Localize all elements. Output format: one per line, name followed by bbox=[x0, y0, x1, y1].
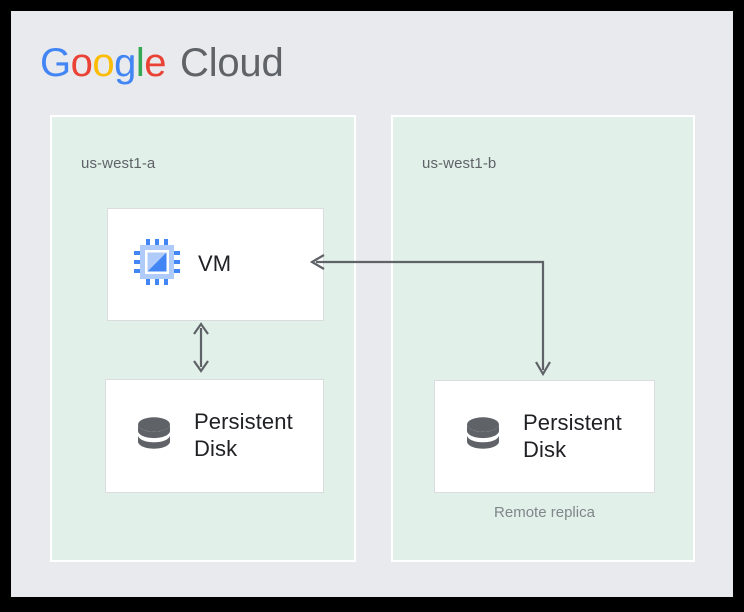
diagram-page: Google Cloud us-west1-a bbox=[11, 11, 733, 597]
remote-replica-caption: Remote replica bbox=[494, 504, 595, 521]
vm-card[interactable]: VM bbox=[107, 208, 324, 321]
logo-letter-e: e bbox=[144, 41, 167, 85]
persistent-disk-card-b[interactable]: Persistent Disk bbox=[434, 380, 655, 493]
persistent-disk-card-a[interactable]: Persistent Disk bbox=[105, 379, 324, 493]
logo-letter-g2: g bbox=[114, 41, 136, 85]
compute-engine-icon bbox=[134, 239, 180, 290]
persistent-disk-b-label: Persistent Disk bbox=[523, 409, 622, 462]
google-wordmark: Google bbox=[40, 41, 167, 85]
zone-a-label: us-west1-a bbox=[81, 155, 156, 172]
logo-letter-l: l bbox=[135, 41, 145, 85]
zone-us-west1-b: us-west1-b Persistent Disk Remote replic… bbox=[391, 115, 695, 562]
zone-us-west1-a: us-west1-a bbox=[50, 115, 356, 562]
vm-card-label: VM bbox=[198, 251, 232, 277]
zone-b-label: us-west1-b bbox=[422, 155, 497, 172]
google-cloud-logo: Google Cloud bbox=[40, 39, 284, 87]
persistent-disk-icon bbox=[132, 412, 176, 461]
persistent-disk-icon bbox=[461, 412, 505, 461]
logo-letter-o1: o bbox=[70, 41, 93, 85]
persistent-disk-a-label: Persistent Disk bbox=[194, 409, 293, 461]
logo-letter-g1: G bbox=[40, 41, 71, 85]
cloud-wordmark: Cloud bbox=[180, 41, 284, 85]
logo-letter-o2: o bbox=[92, 41, 115, 85]
